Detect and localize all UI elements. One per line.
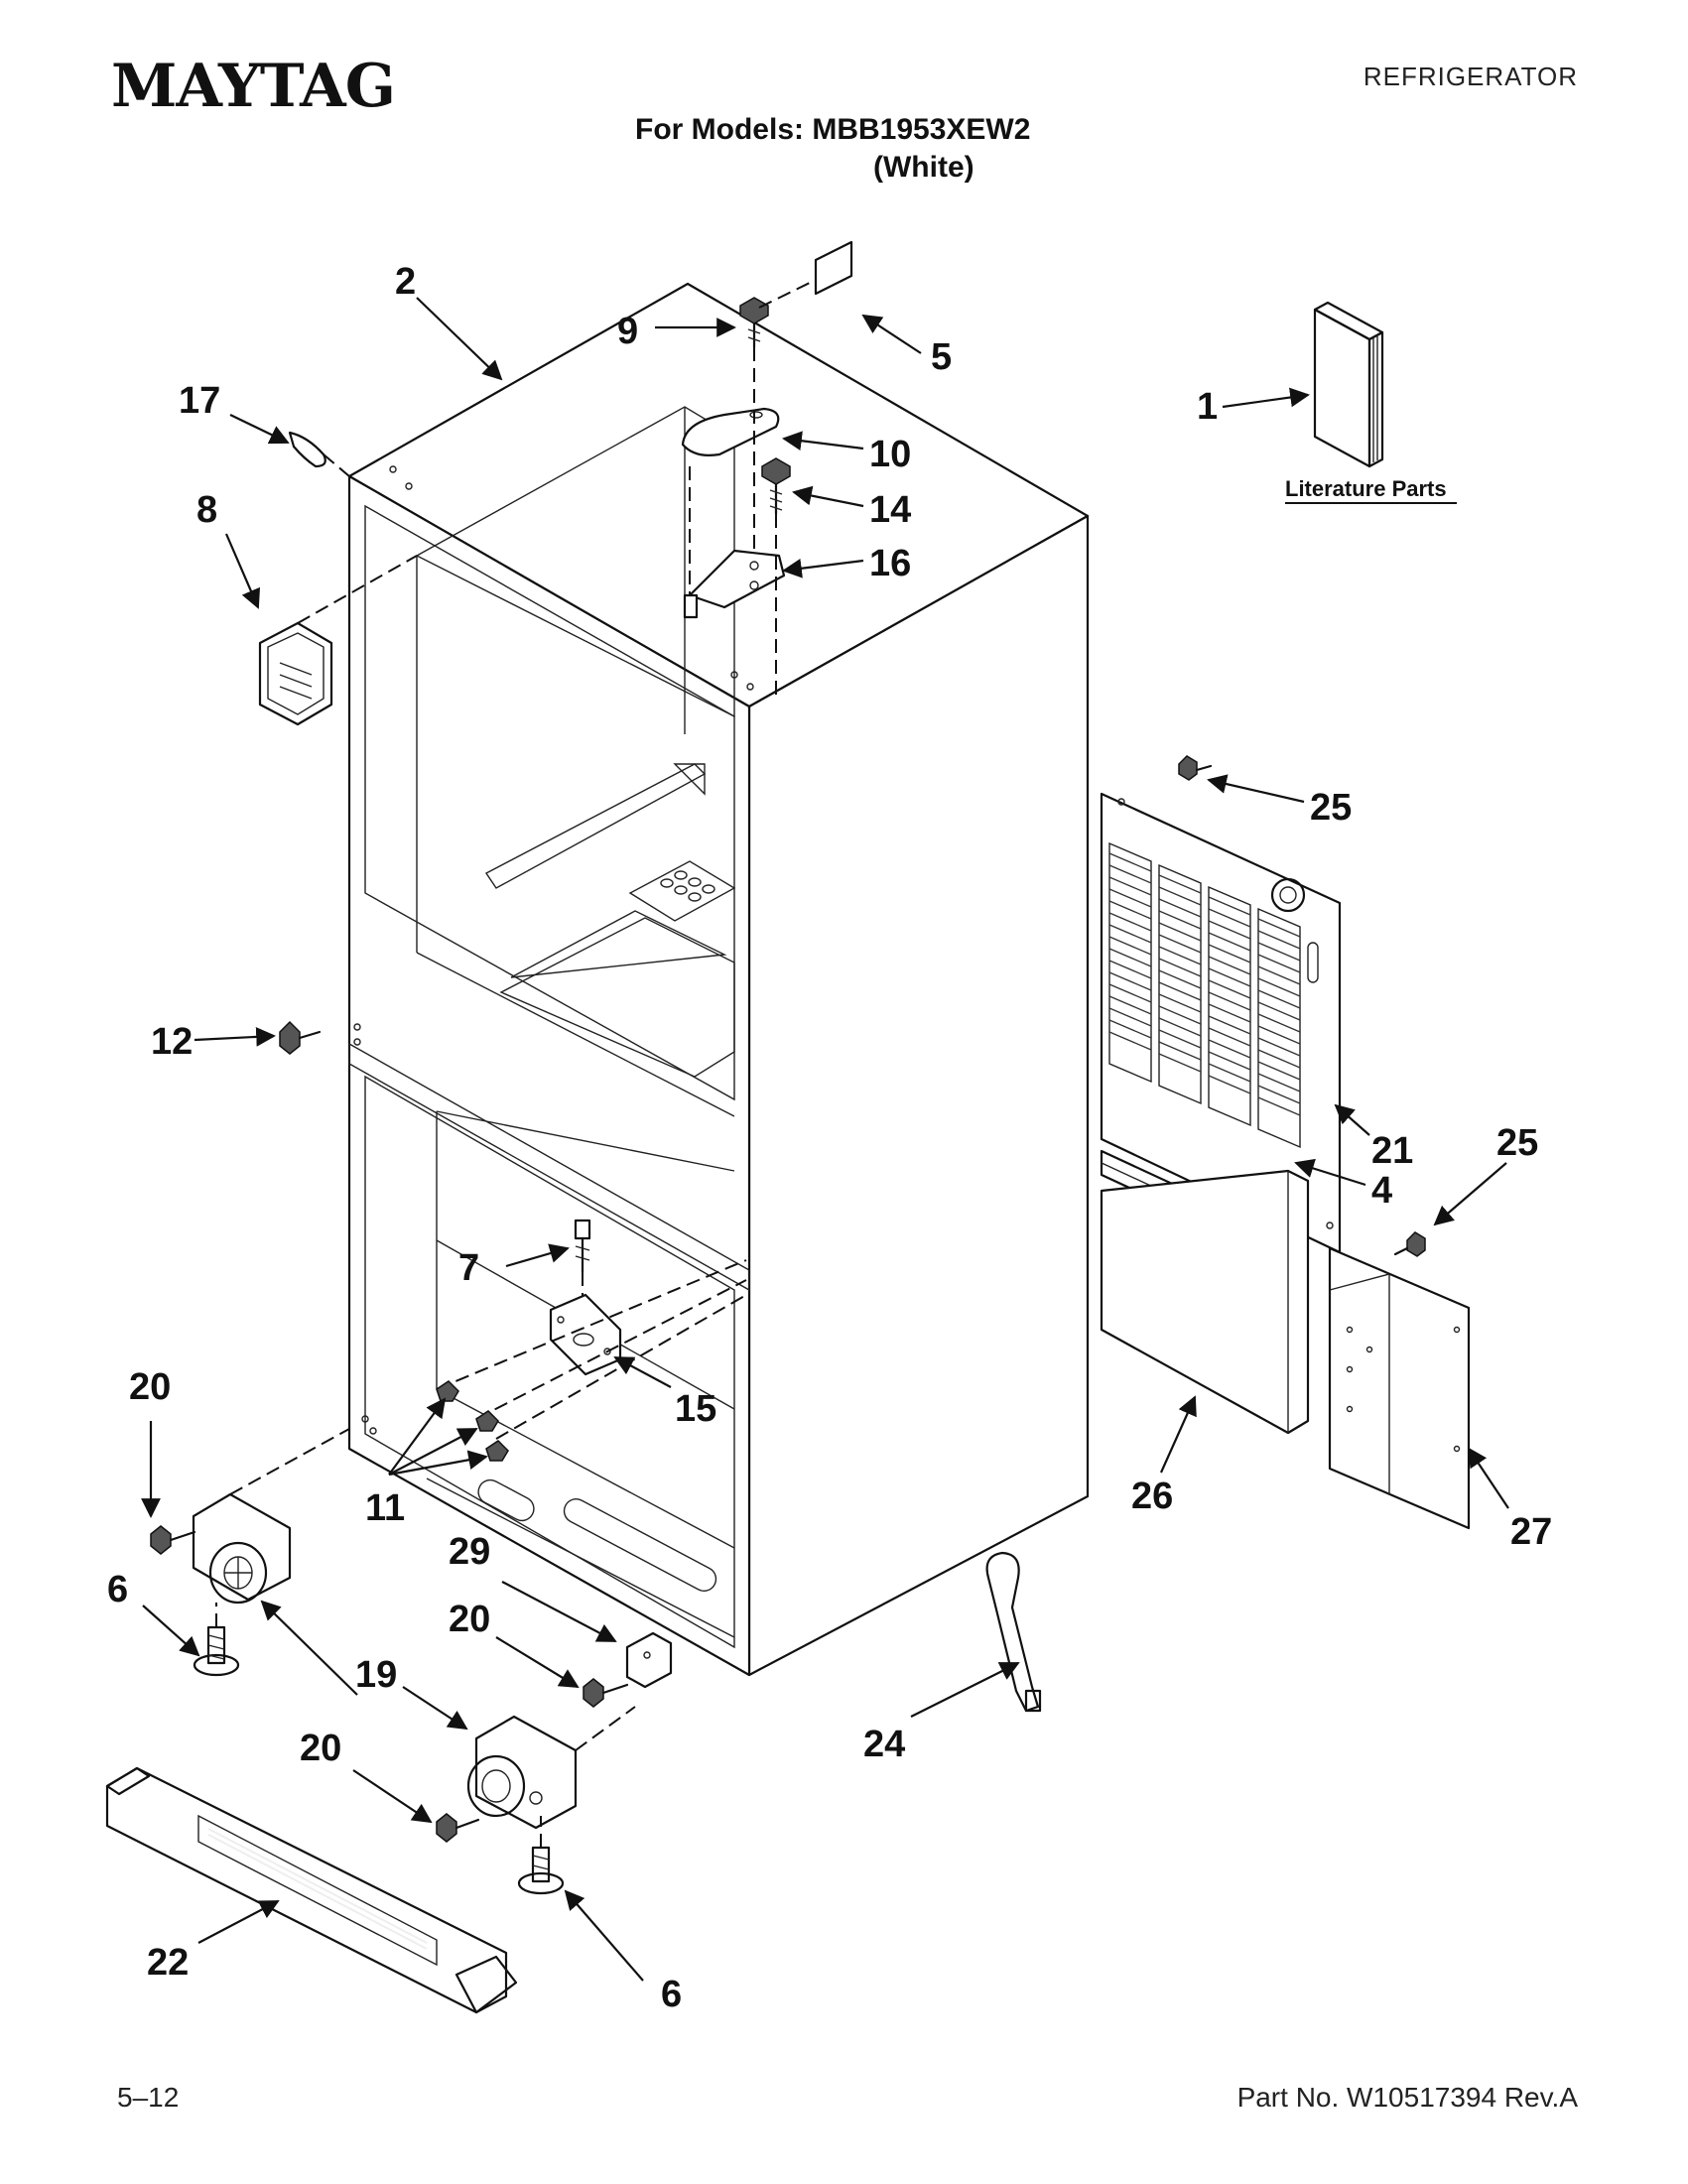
part-number: Part No. W10517394 Rev.A: [1236, 2082, 1578, 2113]
callout-7: 7: [458, 1247, 479, 1289]
brand-logo: MAYTAG: [111, 52, 396, 121]
screw-20c: [436, 1813, 480, 1843]
model-color: (White): [873, 151, 974, 184]
wrench-24: [985, 1551, 1042, 1713]
clip-17: [288, 431, 326, 468]
callout-27: 27: [1510, 1511, 1552, 1553]
callout-10: 10: [869, 434, 911, 475]
callout-25b: 25: [1496, 1122, 1538, 1164]
callout-1: 1: [1197, 386, 1218, 428]
callout-19: 19: [355, 1654, 397, 1696]
callout-5: 5: [931, 336, 952, 378]
callout-20a: 20: [129, 1366, 171, 1408]
product-category: REFRIGERATOR: [1363, 62, 1578, 91]
bracket-29: [625, 1631, 673, 1689]
callout-26: 26: [1131, 1476, 1173, 1517]
callout-9: 9: [617, 311, 638, 352]
callout-17: 17: [179, 380, 220, 422]
screw-25-bottom: [1393, 1231, 1426, 1257]
callout-16: 16: [869, 543, 911, 584]
louvre-lines: [1108, 852, 1301, 1116]
callout-6b: 6: [661, 1974, 682, 2015]
page-number: 5–12: [117, 2082, 180, 2113]
literature-booklet: [1313, 301, 1384, 468]
callout-4: 4: [1371, 1170, 1392, 1212]
base-grille-22: [105, 1766, 518, 2014]
callout-25a: 25: [1310, 787, 1352, 829]
cabinet: [347, 282, 1090, 1677]
model-info: For Models: MBB1953XEW2 (White): [635, 111, 1072, 187]
control-module-8: [258, 621, 333, 726]
callout-21: 21: [1371, 1130, 1413, 1172]
roller-assembly-right: [466, 1715, 578, 1830]
screw-20a: [150, 1525, 196, 1555]
callout-24: 24: [863, 1724, 905, 1765]
label-5: [814, 240, 853, 296]
callout-2: 2: [395, 261, 416, 303]
callout-arrows: [141, 297, 1509, 1982]
literature-parts-label: Literature Parts: [1285, 476, 1447, 501]
screw-9: [739, 297, 769, 349]
leader-11a: [436, 1259, 747, 1390]
screw-14: [761, 457, 791, 516]
screw-25-top: [1178, 755, 1213, 781]
leader-11b: [475, 1279, 747, 1420]
model-line: For Models: MBB1953XEW2: [635, 113, 1031, 146]
callout-12: 12: [151, 1021, 193, 1063]
screw-20b: [583, 1678, 629, 1708]
screw-12: [279, 1020, 322, 1055]
vent-holes: [660, 870, 715, 902]
leveler-6-left: [193, 1625, 240, 1677]
leader-8: [297, 555, 418, 624]
callout-29: 29: [449, 1531, 490, 1573]
leader-19b: [575, 1706, 636, 1751]
callout-8: 8: [196, 489, 217, 531]
callout-15: 15: [675, 1388, 716, 1430]
hinge-16: [683, 549, 786, 619]
louvres: [1108, 841, 1301, 1149]
callout-22: 22: [147, 1942, 189, 1984]
cover-panel-27: [1328, 1246, 1471, 1530]
leader-5: [758, 279, 817, 309]
callout-6a: 6: [107, 1569, 128, 1610]
screws-11: [436, 1380, 509, 1462]
leader-19a: [229, 1428, 350, 1495]
leader-17: [323, 453, 350, 477]
callout-numbers: 2 5 1 9 10 14 16 17 8 12 7 15 11 20 6 19…: [107, 261, 1552, 2015]
callout-14: 14: [869, 489, 911, 531]
leveler-6-right: [517, 1846, 565, 1895]
roller-assembly-left: [192, 1492, 292, 1605]
callout-20b: 20: [449, 1599, 490, 1640]
callout-11: 11: [365, 1487, 405, 1529]
callout-20c: 20: [300, 1728, 341, 1769]
leader-11c: [495, 1294, 747, 1440]
stud-7: [574, 1219, 591, 1274]
insulation-panel-26: [1100, 1169, 1310, 1435]
